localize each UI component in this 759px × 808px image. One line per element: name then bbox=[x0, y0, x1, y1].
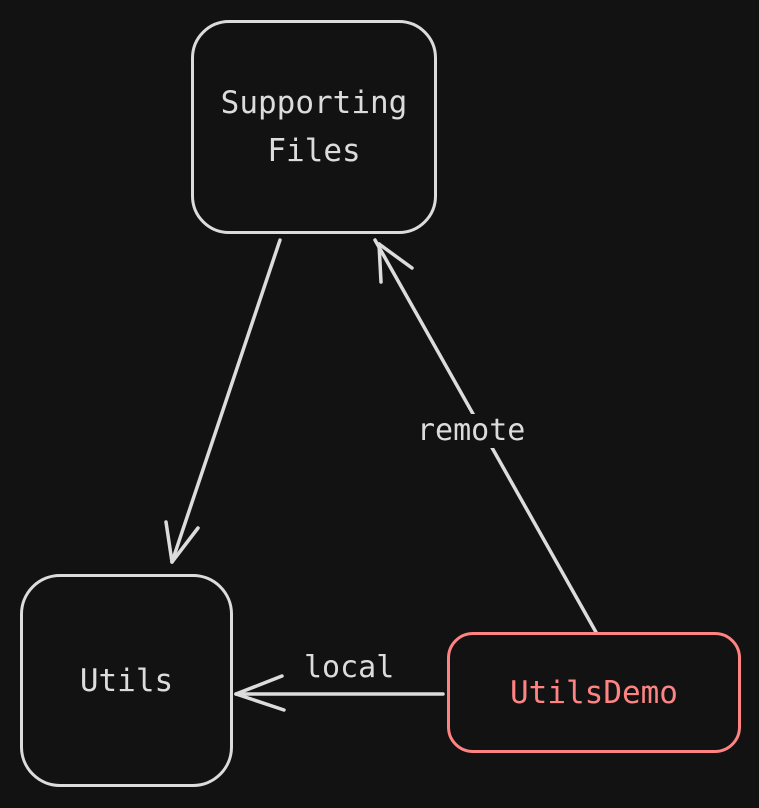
node-utils[interactable]: Utils bbox=[20, 574, 233, 787]
node-utils-demo[interactable]: UtilsDemo bbox=[447, 632, 741, 753]
arrowhead bbox=[377, 242, 414, 270]
edge-line bbox=[170, 238, 282, 564]
arrowhead bbox=[164, 520, 174, 564]
edge-supporting-to-utils bbox=[164, 238, 282, 564]
node-supporting-files[interactable]: Supporting Files bbox=[191, 20, 437, 234]
edge-label-remote: remote bbox=[413, 414, 530, 448]
arrowhead bbox=[170, 526, 200, 564]
edge-demo-to-utils bbox=[234, 674, 445, 712]
arrowhead bbox=[234, 674, 284, 696]
arrowhead bbox=[377, 242, 383, 284]
arrowhead bbox=[234, 692, 286, 712]
edge-label-local: local bbox=[300, 651, 399, 685]
